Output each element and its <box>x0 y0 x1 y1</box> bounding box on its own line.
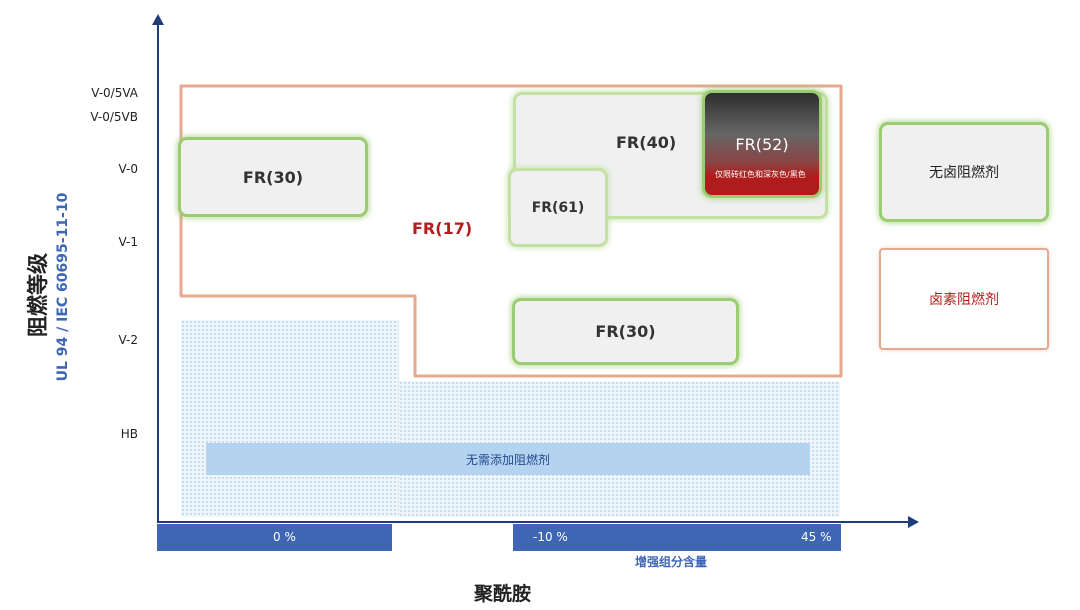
fr61-box: FR(61) <box>508 168 608 247</box>
legend-halogen: 卤素阻燃剂 <box>879 248 1049 350</box>
y-level-label: V-0/5VA <box>91 86 138 100</box>
fr30-left-box: FR(30) <box>178 137 368 217</box>
x-axis-subtitle: 增强组分含量 <box>635 555 708 569</box>
y-axis-arrow <box>152 14 164 25</box>
y-level-label: HB <box>120 427 138 441</box>
x-axis-line <box>157 521 910 523</box>
fr52-box: FR(52) 仅限砖红色和深灰色/黑色 <box>702 90 822 198</box>
x-tick-2: 45 % <box>801 530 832 544</box>
legend-halogen-free: 无卤阻燃剂 <box>879 122 1049 222</box>
y-level-label: V-0 <box>118 162 138 176</box>
no-fr-bar: 无需添加阻燃剂 <box>206 443 810 475</box>
x-axis-title: 聚酰胺 <box>474 583 532 605</box>
x-tick-0: 0 % <box>273 530 296 544</box>
x-bar-left: 0 % <box>157 524 392 551</box>
y-level-label: V-2 <box>118 333 138 347</box>
x-bar-right: -10 % 45 % <box>513 524 841 551</box>
x-tick-1: -10 % <box>533 530 568 544</box>
fr17-label: FR(17) <box>412 219 473 238</box>
y-level-label: V-1 <box>118 235 138 249</box>
y-level-label: V-0/5VB <box>90 110 138 124</box>
fr52-label: FR(52) <box>735 135 789 154</box>
fr30-bottom-box: FR(30) <box>512 298 739 365</box>
fr52-note: 仅限砖红色和深灰色/黑色 <box>715 170 806 179</box>
x-axis-arrow <box>908 516 919 528</box>
no-fr-region-left <box>181 320 399 517</box>
y-axis-line <box>157 22 159 522</box>
